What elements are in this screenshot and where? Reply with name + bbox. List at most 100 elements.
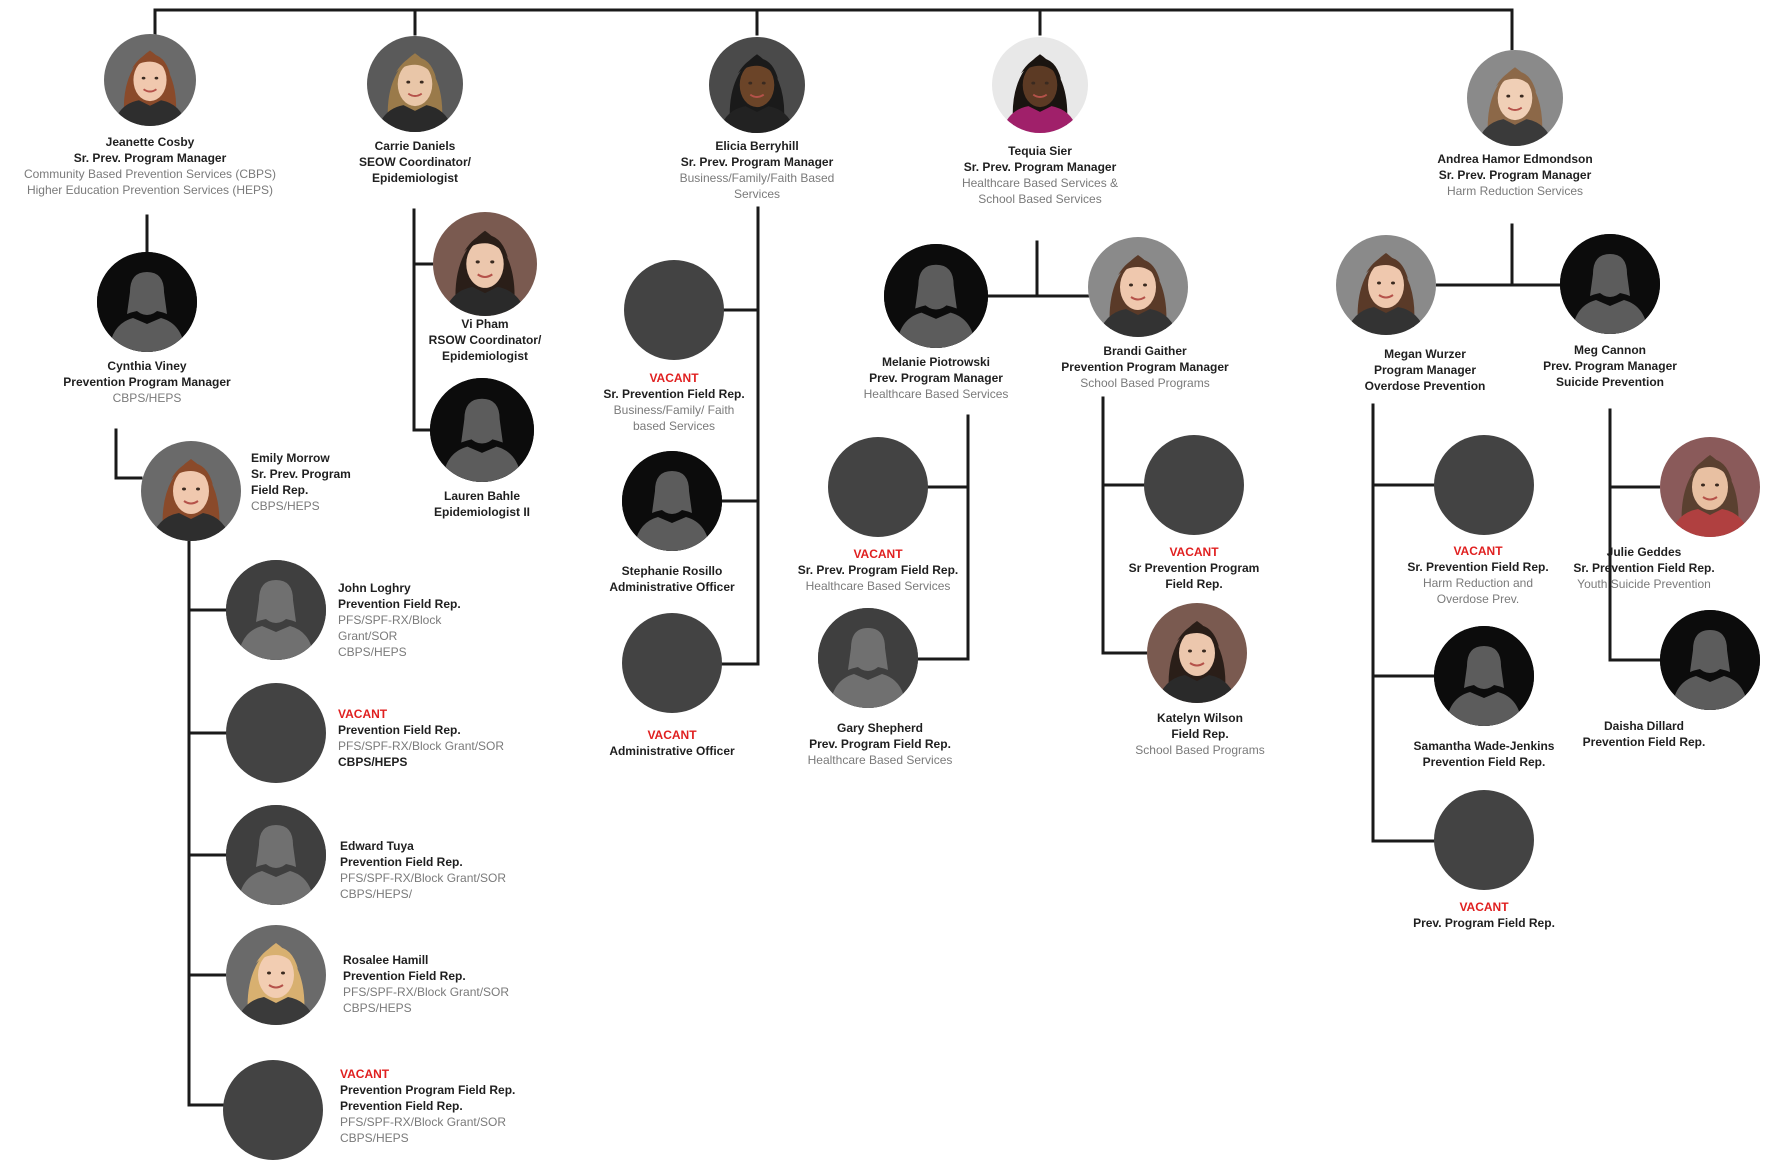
- avatar: [818, 608, 918, 708]
- person-title: Prev. Program Field Rep.: [809, 737, 951, 751]
- person-name: Gary Shepherd: [836, 721, 924, 735]
- person-title: CBPS/HEPS: [338, 755, 408, 769]
- portrait-photo-icon: [1336, 235, 1436, 335]
- avatar: [1147, 603, 1247, 703]
- portrait-photo-icon: [1660, 437, 1760, 537]
- person-unit: Healthcare Based Services: [807, 753, 953, 767]
- portrait-photo-icon: [367, 36, 463, 132]
- portrait-photo-icon: [992, 37, 1088, 133]
- portrait-photo-icon: [226, 925, 326, 1025]
- person-unit: PFS/SPF-RX/Block Grant/SOR: [338, 739, 505, 753]
- person-unit: CBPS/HEPS: [338, 645, 407, 659]
- person-silhouette-icon: [1434, 626, 1534, 726]
- person-name: Melanie Piotrowski: [881, 355, 991, 369]
- person-name: Carrie Daniels: [374, 139, 456, 153]
- avatar: [226, 805, 326, 905]
- person-silhouette-icon: [430, 378, 534, 482]
- portrait-photo-icon: [709, 37, 805, 133]
- person-silhouette-icon: [1660, 610, 1760, 710]
- avatar: [433, 212, 537, 316]
- person-title: SEOW Coordinator/: [359, 155, 471, 169]
- avatar: [226, 925, 326, 1025]
- person-unit: Business/Family/ Faith: [613, 403, 735, 417]
- person-unit: Harm Reduction Services: [1446, 184, 1584, 198]
- portrait-photo-icon: [141, 441, 241, 541]
- person-unit: Healthcare Based Services &: [961, 176, 1119, 190]
- person-silhouette-icon: [97, 252, 197, 352]
- person-name: Samantha Wade-Jenkins: [1413, 739, 1555, 753]
- person-title: Field Rep.: [1171, 727, 1229, 741]
- person-title: Prevention Program Manager: [1061, 360, 1229, 374]
- avatar: [1660, 437, 1760, 537]
- person-title: Suicide Prevention: [1555, 375, 1665, 389]
- person-name: Megan Wurzer: [1384, 347, 1466, 361]
- person-unit: CBPS/HEPS: [112, 391, 182, 405]
- vacant-avatar: [1434, 435, 1534, 535]
- person-title: Sr. Prevention Field Rep.: [603, 387, 745, 401]
- person-title: Field Rep.: [251, 483, 309, 497]
- person-unit: Overdose Prev.: [1436, 592, 1520, 606]
- person-title: Epidemiologist: [441, 349, 528, 363]
- person-name: Elicia Berryhill: [715, 139, 799, 153]
- person-title: Sr. Prevention Field Rep.: [1407, 560, 1549, 574]
- person-title: Field Rep.: [1165, 577, 1223, 591]
- avatar: [1336, 235, 1436, 335]
- person-unit: Youth Suicide Prevention: [1577, 577, 1711, 591]
- avatar: [367, 36, 463, 132]
- person-title: Sr Prevention Program: [1128, 561, 1260, 575]
- person-silhouette-icon: [818, 608, 918, 708]
- person-unit: Services: [733, 187, 780, 201]
- vacant-tag: VACANT: [1459, 900, 1509, 914]
- person-title: Prevention Program Field Rep.: [340, 1083, 516, 1097]
- portrait-photo-icon: [104, 34, 196, 126]
- avatar: [1560, 234, 1660, 334]
- vacant-tag: VACANT: [1169, 545, 1219, 559]
- person-title: Administrative Officer: [609, 744, 735, 758]
- person-title: Prevention Field Rep.: [343, 969, 466, 983]
- person-title: Prev. Program Manager: [869, 371, 1003, 385]
- avatar: [1088, 237, 1188, 337]
- person-name: Lauren Bahle: [443, 489, 521, 503]
- vacant-tag: VACANT: [338, 707, 388, 721]
- person-title: Sr. Prev. Program Manager: [963, 160, 1117, 174]
- person-name: Meg Cannon: [1574, 343, 1646, 357]
- vacant-avatar: [1144, 435, 1244, 535]
- person-unit: School Based Services: [978, 192, 1102, 206]
- person-unit: Grant/SOR: [338, 629, 398, 643]
- vacant-tag: VACANT: [340, 1067, 390, 1081]
- person-title: RSOW Coordinator/: [428, 333, 542, 347]
- person-name: Stephanie Rosillo: [621, 564, 723, 578]
- person-title: Sr. Prev. Program Field Rep.: [797, 563, 959, 577]
- person-title: Program Manager: [1373, 363, 1477, 377]
- person-title: Prevention Program Manager: [63, 375, 231, 389]
- person-unit: Healthcare Based Services: [863, 387, 1009, 401]
- avatar: [226, 560, 326, 660]
- person-silhouette-icon: [1560, 234, 1660, 334]
- avatar: [884, 244, 988, 348]
- person-unit: Community Based Prevention Services (CBP…: [23, 167, 277, 181]
- person-title: Sr. Prev. Program Manager: [680, 155, 834, 169]
- person-unit: CBPS/HEPS: [343, 1001, 412, 1015]
- person-name: Edward Tuya: [340, 839, 414, 853]
- person-name: Emily Morrow: [251, 451, 330, 465]
- person-unit: Higher Education Prevention Services (HE…: [26, 183, 274, 197]
